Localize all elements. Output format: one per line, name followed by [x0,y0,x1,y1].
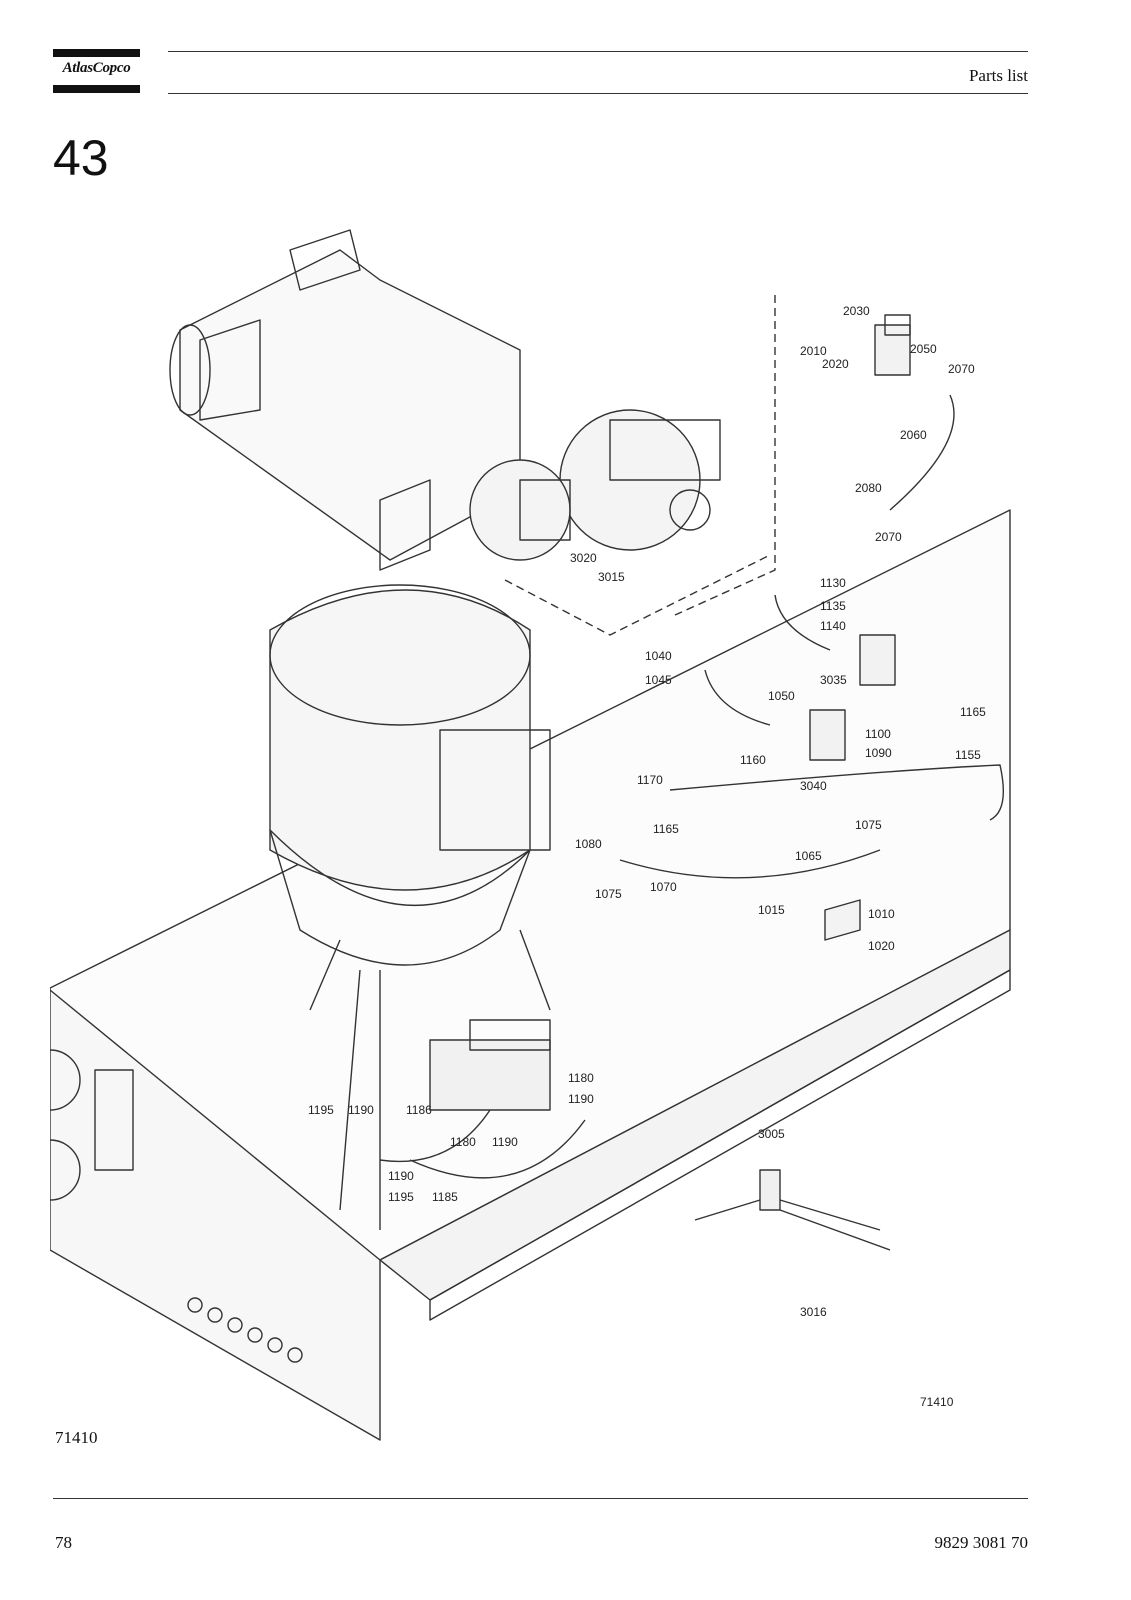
callout-2060: 2060 [900,428,927,442]
callout-1065: 1065 [795,849,822,863]
callout-3040: 3040 [800,779,827,793]
oil-separator-vessel [269,584,551,1230]
hose-1186 [379,1109,491,1163]
hose-1185 [409,1119,586,1179]
callout-3015: 3015 [598,570,625,584]
callout-1015: 1015 [758,903,785,917]
cable-glands [187,1297,303,1363]
figure-caption-number: 71410 [55,1428,98,1447]
atlas-copco-logo: AtlasCopco [53,49,140,94]
callout-2070b: 2070 [875,530,902,544]
cable-harness-3005 [694,1169,891,1251]
front-panel-cutout-2 [50,1139,81,1201]
hose-1045 [704,669,771,726]
callout-1180b: 1180 [450,1135,476,1149]
hose-1135 [774,594,831,651]
callout-1190b: 1190 [348,1103,374,1117]
front-panel-vent [94,1069,134,1171]
callout-2010: 2010 [800,344,827,358]
header-rule-top [168,51,1028,52]
callout-1010: 1010 [868,907,895,921]
callout-1186: 1186 [406,1103,432,1117]
logo-bar-bottom [53,85,140,93]
callout-1075: 1075 [855,818,882,832]
callout-1165: 1165 [960,705,986,719]
cooler-assembly [169,229,521,571]
callout-1160: 1160 [740,753,766,767]
callout-1180: 1180 [568,1071,594,1085]
hose-2060 [889,394,955,511]
callout-1195: 1195 [308,1103,334,1117]
callout-1190: 1190 [568,1092,594,1106]
callout-2020: 2020 [822,357,849,371]
callout-1190c: 1190 [492,1135,518,1149]
hose-1160 [669,764,1005,821]
oil-filter-block [429,1019,551,1111]
callout-3035: 3035 [820,673,847,687]
callout-1090: 1090 [865,746,892,760]
callout-1045: 1045 [645,673,672,687]
parts-exploded-view-drawing: 2030 2010 2020 2050 2070 2060 2080 2070 … [50,229,1011,1441]
callout-1075b: 1075 [595,887,622,901]
logo-bar-top [53,49,140,57]
callout-1140: 1140 [820,619,846,633]
callout-1040: 1040 [645,649,672,663]
compressor-element-assembly [469,409,721,561]
callout-2080: 2080 [855,481,882,495]
callout-1080: 1080 [575,837,602,851]
callout-1185: 1185 [432,1190,458,1204]
front-panel-cutout-1 [50,1049,81,1111]
callout-1165b: 1165 [653,822,679,836]
bracket-1010 [824,899,861,941]
drawing-number: 71410 [920,1395,954,1409]
page-number: 78 [55,1533,72,1552]
callout-2070: 2070 [948,362,975,376]
header-rule-bottom [168,93,1028,94]
valve-dashed-outline [674,295,776,616]
callout-1100: 1100 [865,727,891,741]
solenoid-valve-3035 [809,634,896,761]
callout-1070: 1070 [650,880,677,894]
document-number: 9829 3081 70 [934,1533,1029,1552]
callout-1050: 1050 [768,689,795,703]
callout-2050: 2050 [910,342,937,356]
callout-1135: 1135 [820,599,846,613]
callout-1190d: 1190 [388,1169,414,1183]
callout-1020: 1020 [868,939,895,953]
callout-labels: 2030 2010 2020 2050 2070 2060 2080 2070 … [308,304,986,1409]
solenoid-valve-2050 [874,314,911,376]
callout-3005: 3005 [758,1127,785,1141]
callout-1170: 1170 [637,773,663,787]
callout-2030: 2030 [843,304,870,318]
hose-1070 [619,849,881,879]
callout-1195b: 1195 [388,1190,414,1204]
logo-wordmark: AtlasCopco [62,60,131,76]
base-frame-side-rail-lip [429,969,1011,1321]
footer-rule [53,1498,1028,1499]
callout-1155: 1155 [955,748,981,762]
section-title: Parts list [968,66,1028,85]
valve-dashed-outline-2 [504,554,771,636]
callout-3020: 3020 [570,551,597,565]
chapter-number: 43 [53,130,109,186]
callout-1130: 1130 [820,576,846,590]
callout-3016: 3016 [800,1305,827,1319]
